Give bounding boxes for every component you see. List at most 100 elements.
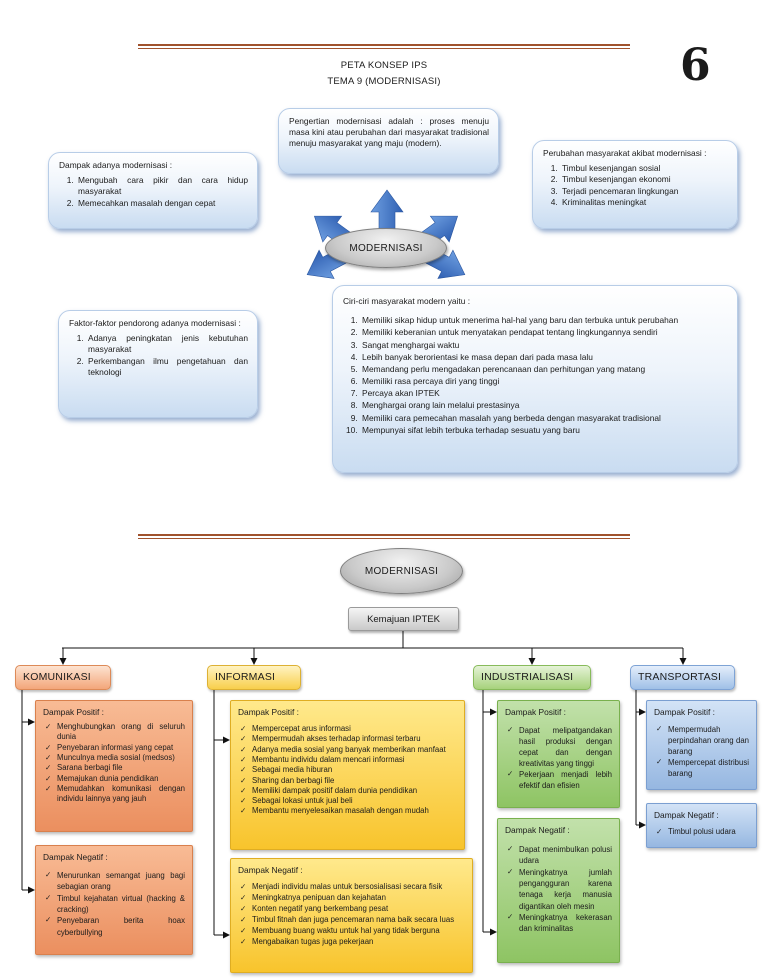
page-title: PETA KONSEP IPS — [340, 60, 428, 71]
list-item: Meningkatnya penipuan dan kejahatan — [240, 893, 465, 904]
list-item: Percaya akan IPTEK — [360, 387, 728, 399]
list-item: Timbul kesenjangan sosial — [560, 163, 728, 174]
category-transportasi: TRANSPORTASI — [630, 665, 735, 690]
root-node-label: MODERNISASI — [364, 565, 439, 577]
list-item: Mempermudah akses terhadap informasi ter… — [240, 734, 457, 744]
ciri-masyarakat-modern-heading: Ciri-ciri masyarakat modern yaitu : — [343, 296, 471, 306]
informasi-positive-box: Dampak Positif : Mempercepat arus inform… — [230, 700, 465, 850]
definition-box: Pengertian modernisasi adalah : proses m… — [278, 108, 499, 174]
transportasi-negative-box: Dampak Negatif : Timbul polusi udara — [646, 803, 757, 848]
list-item: Sebagai media hiburan — [240, 765, 457, 775]
komunikasi-negative-box: Dampak Negatif : Menurunkan semangat jua… — [35, 845, 193, 955]
perubahan-masyarakat-list: Timbul kesenjangan sosial Timbul kesenja… — [543, 163, 728, 208]
komunikasi-negative-heading: Dampak Negatif : — [43, 852, 108, 862]
faktor-pendorong-list: Adanya peningkatan jenis kebutuhan masya… — [69, 333, 248, 378]
category-komunikasi: KOMUNIKASI — [15, 665, 111, 690]
informasi-negative-heading: Dampak Negatif : — [238, 865, 303, 875]
list-item: Mengubah cara pikir dan cara hidup masya… — [76, 175, 248, 197]
definition-text: Pengertian modernisasi adalah : proses m… — [289, 116, 489, 149]
informasi-negative-list: Menjadi individu malas untuk bersosialis… — [238, 882, 465, 947]
list-item: Timbul kejahatan virtual (hacking & crac… — [45, 893, 185, 916]
list-item: Perkembangan ilmu pengetahuan dan teknol… — [86, 356, 248, 378]
list-item: Sebagai lokasi untuk jual beli — [240, 796, 457, 806]
list-item: Membantu individu dalam mencari informas… — [240, 755, 457, 765]
list-item: Menghargai orang lain melalui prestasiny… — [360, 399, 728, 411]
list-item: Meningkatnya jumlah pengangguran karena … — [507, 867, 612, 912]
list-item: Menjadi individu malas untuk bersosialis… — [240, 882, 465, 893]
list-item: Dapat menimbulkan polusi udara — [507, 844, 612, 867]
list-item: Timbul fitnah dan juga pencemaran nama b… — [240, 915, 465, 926]
list-item: Kriminalitas meningkat — [560, 197, 728, 208]
kemajuan-iptek-node: Kemajuan IPTEK — [348, 607, 459, 631]
kemajuan-iptek-label: Kemajuan IPTEK — [367, 613, 440, 625]
list-item: Sarana berbagi file — [45, 763, 185, 773]
list-item: Membantu menyelesaikan masalah dengan mu… — [240, 806, 457, 816]
list-item: Munculnya media sosial (medsos) — [45, 753, 185, 763]
informasi-positive-heading: Dampak Positif : — [238, 707, 299, 717]
list-item: Memiliki keberanian untuk menyatakan pen… — [360, 326, 728, 338]
informasi-positive-list: Mempercepat arus informasi Mempermudah a… — [238, 724, 457, 817]
industrialisasi-negative-heading: Dampak Negatif : — [505, 825, 570, 835]
list-item: Memiliki sikap hidup untuk menerima hal-… — [360, 314, 728, 326]
dampak-modernisasi-box: Dampak adanya modernisasi : Mengubah car… — [48, 152, 258, 229]
industrialisasi-negative-list: Dapat menimbulkan polusi udara Meningkat… — [505, 844, 612, 934]
list-item: Penyebaran berita hoax cyberbullying — [45, 915, 185, 938]
transportasi-positive-box: Dampak Positif : Mempermudah perpindahan… — [646, 700, 757, 790]
industrialisasi-positive-list: Dapat melipatgandakan hasil produksi den… — [505, 725, 612, 791]
list-item: Dapat melipatgandakan hasil produksi den… — [507, 725, 612, 769]
dampak-modernisasi-heading: Dampak adanya modernisasi : — [59, 160, 173, 170]
faktor-pendorong-heading: Faktor-faktor pendorong adanya modernisa… — [69, 318, 241, 328]
industrialisasi-positive-heading: Dampak Positif : — [505, 707, 566, 717]
list-item: Adanya peningkatan jenis kebutuhan masya… — [86, 333, 248, 355]
list-item: Mempercepat distribusi barang — [656, 757, 749, 779]
list-item: Timbul polusi udara — [656, 827, 749, 837]
modernisasi-root-node: MODERNISASI — [340, 548, 463, 594]
komunikasi-positive-heading: Dampak Positif : — [43, 707, 104, 717]
section-rule — [138, 534, 630, 539]
list-item: Memiliki cara pemecahan masalah yang ber… — [360, 412, 728, 424]
ciri-masyarakat-modern-box: Ciri-ciri masyarakat modern yaitu : Memi… — [332, 285, 738, 473]
list-item: Timbul kesenjangan ekonomi — [560, 174, 728, 185]
center-node-label: MODERNISASI — [349, 242, 423, 254]
list-item: Terjadi pencemaran lingkungan — [560, 186, 728, 197]
list-item: Memiliki rasa percaya diri yang tinggi — [360, 375, 728, 387]
list-item: Memandang perlu mengadakan perencanaan d… — [360, 363, 728, 375]
industrialisasi-negative-box: Dampak Negatif : Dapat menimbulkan polus… — [497, 818, 620, 963]
perubahan-masyarakat-box: Perubahan masyarakat akibat modernisasi … — [532, 140, 738, 229]
list-item: Meningkatnya kekerasan dan kriminalitas — [507, 912, 612, 935]
list-item: Mempermudah perpindahan orang dan barang — [656, 724, 749, 757]
list-item: Lebih banyak berorientasi ke masa depan … — [360, 351, 728, 363]
list-item: Memecahkan masalah dengan cepat — [76, 198, 248, 209]
page-subtitle: TEMA 9 (MODERNISASI) — [327, 76, 441, 87]
list-item: Menghubungkan orang di seluruh dunia — [45, 722, 185, 743]
faktor-pendorong-box: Faktor-faktor pendorong adanya modernisa… — [58, 310, 258, 418]
list-item: Konten negatif yang berkembang pesat — [240, 904, 465, 915]
transportasi-positive-heading: Dampak Positif : — [654, 707, 715, 717]
ciri-masyarakat-modern-list: Memiliki sikap hidup untuk menerima hal-… — [343, 314, 728, 436]
list-item: Pekerjaan menjadi lebih efektif dan efis… — [507, 769, 612, 791]
list-item: Mengabaikan tugas juga pekerjaan — [240, 937, 465, 948]
komunikasi-negative-list: Menurunkan semangat juang bagi sebagian … — [43, 870, 185, 938]
list-item: Sangat menghargai waktu — [360, 339, 728, 351]
list-item: Memiliki dampak positif dalam dunia pend… — [240, 786, 457, 796]
category-industrialisasi: INDUSTRIALISASI — [473, 665, 591, 690]
list-item: Penyebaran informasi yang cepat — [45, 743, 185, 753]
list-item: Memudahkan komunikasi dengan individu la… — [45, 784, 185, 805]
transportasi-negative-heading: Dampak Negatif : — [654, 810, 719, 820]
transportasi-negative-list: Timbul polusi udara — [654, 827, 749, 837]
komunikasi-positive-box: Dampak Positif : Menghubungkan orang di … — [35, 700, 193, 832]
perubahan-masyarakat-heading: Perubahan masyarakat akibat modernisasi … — [543, 148, 707, 158]
informasi-negative-box: Dampak Negatif : Menjadi individu malas … — [230, 858, 473, 973]
header-rule — [138, 44, 630, 49]
dampak-modernisasi-list: Mengubah cara pikir dan cara hidup masya… — [59, 175, 248, 209]
category-informasi: INFORMASI — [207, 665, 301, 690]
list-item: Mempercepat arus informasi — [240, 724, 457, 734]
list-item: Membuang buang waktu untuk hal yang tida… — [240, 926, 465, 937]
list-item: Sharing dan berbagi file — [240, 776, 457, 786]
industrialisasi-positive-box: Dampak Positif : Dapat melipatgandakan h… — [497, 700, 620, 808]
modernisasi-center-node: MODERNISASI — [325, 228, 447, 268]
page-number: 6 — [680, 40, 711, 91]
list-item: Adanya media sosial yang banyak memberik… — [240, 745, 457, 755]
transportasi-positive-list: Mempermudah perpindahan orang dan barang… — [654, 724, 749, 779]
komunikasi-positive-list: Menghubungkan orang di seluruh dunia Pen… — [43, 722, 185, 804]
